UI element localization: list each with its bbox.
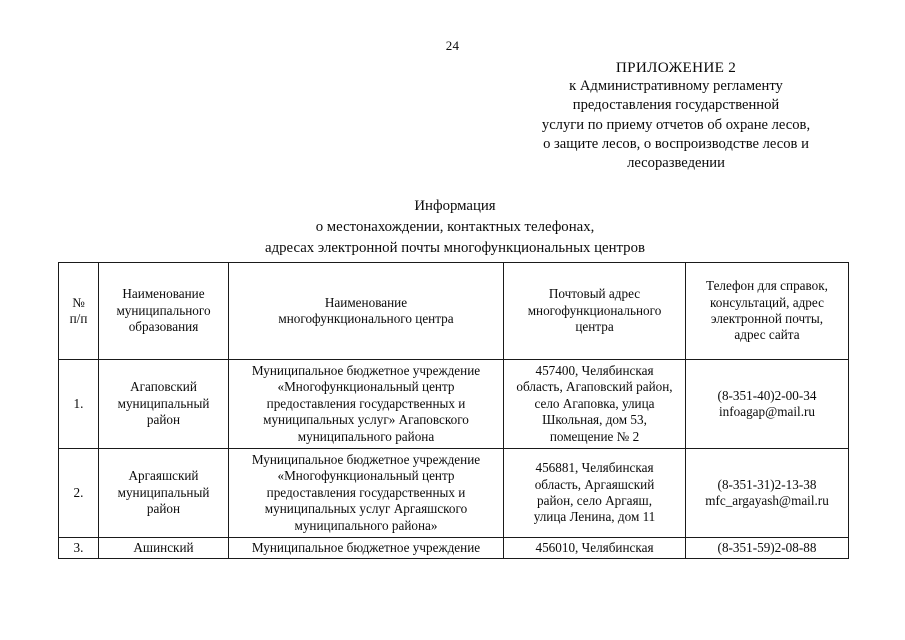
table-row: 3. Ашинский Муниципальное бюджетное учре… (58, 537, 849, 559)
header-center-name-line-1: Наименование (324, 294, 408, 310)
contacts-phone: (8-351-31)2-13-38 (717, 476, 817, 492)
header-cell-number: № п/п (58, 262, 99, 360)
header-contacts-line-2: консультаций, адрес (710, 294, 824, 310)
postal-address-line-4: Школьная, дом 53, (542, 412, 647, 428)
table-body: 1. Агаповский муниципальный район Муници… (58, 359, 849, 559)
center-name-line-1: Муниципальное бюджетное учреждение (251, 362, 481, 378)
center-name-line-1: Муниципальное бюджетное учреждение (251, 539, 481, 555)
header-postal-address-line-2: многофункционального (527, 302, 662, 318)
contacts-email: mfc_argayash@mail.ru (705, 493, 829, 508)
appendix-line-1: ПРИЛОЖЕНИЕ 2 (615, 59, 737, 76)
center-name-line-2: «Многофункциональный центр (277, 468, 455, 484)
mfc-table: № п/п Наименование муниципального образо… (58, 262, 849, 559)
cell-center-name: Муниципальное бюджетное учреждение «Мног… (228, 359, 504, 449)
contacts-email: infoagap@mail.ru (718, 404, 815, 419)
appendix-line-3: предоставления государственной (572, 97, 780, 114)
cell-contacts: (8-351-40)2-00-34 infoagap@mail.ru (685, 359, 849, 449)
table-header-row: № п/п Наименование муниципального образо… (58, 262, 849, 360)
postal-address-line-2: область, Аргаяшский (534, 476, 655, 492)
municipality-line-2: муниципальный (117, 395, 210, 411)
postal-address-line-1: 457400, Челябинская (535, 362, 654, 378)
header-postal-address-line-1: Почтовый адрес (548, 286, 641, 302)
header-cell-postal-address: Почтовый адрес многофункционального цент… (503, 262, 686, 360)
center-name-line-2: «Многофункциональный центр (277, 379, 455, 395)
cell-number: 1. (58, 359, 99, 449)
cell-contacts: (8-351-31)2-13-38 mfc_argayash@mail.ru (685, 448, 849, 538)
postal-address-line-2: область, Агаповский район, (516, 379, 673, 395)
cell-contacts: (8-351-59)2-08-88 (685, 537, 849, 559)
cell-number: 3. (58, 537, 99, 559)
header-cell-contacts: Телефон для справок, консультаций, адрес… (685, 262, 849, 360)
document-title-block: Информация о местонахождении, контактных… (60, 196, 850, 259)
document-title-line-2: о местонахождении, контактных телефонах, (315, 219, 595, 235)
cell-postal-address: 456010, Челябинская (503, 537, 686, 559)
contacts-phone: (8-351-59)2-08-88 (717, 539, 817, 555)
mfc-table-wrapper: № п/п Наименование муниципального образо… (58, 262, 849, 559)
cell-number: 2. (58, 448, 99, 538)
header-municipality-line-1: Наименование (122, 286, 205, 302)
header-municipality-line-3: образования (128, 319, 199, 335)
header-center-name-line-2: многофункционального центра (278, 311, 454, 326)
postal-address-line-3: село Агаповка, улица (534, 395, 655, 411)
contacts-phone: (8-351-40)2-00-34 (717, 387, 817, 403)
header-contacts-line-1: Телефон для справок, (706, 278, 828, 294)
header-municipality-line-2: муниципального (116, 302, 211, 318)
center-name-line-3: предоставления государственных и (266, 395, 466, 411)
municipality-line-2: муниципальный (117, 484, 210, 500)
header-number-line-2: п/п (69, 311, 88, 326)
cell-municipality: Агаповский муниципальный район (98, 359, 229, 449)
header-contacts-line-3: электронной почты, (710, 311, 824, 326)
center-name-line-4: муниципальных услуг» Агаповского (263, 412, 469, 428)
appendix-line-6: лесоразведении (627, 155, 725, 172)
center-name-line-5: муниципального района (297, 428, 435, 444)
municipality-line-3: район (146, 412, 181, 428)
header-postal-address-line-3: центра (575, 319, 614, 335)
postal-address-line-3: район, село Аргаяш, (537, 493, 652, 508)
document-title-line-1: Информация (414, 198, 496, 214)
table-row: 1. Агаповский муниципальный район Муници… (58, 359, 849, 449)
cell-municipality: Ашинский (98, 537, 229, 559)
municipality-line-1: Ашинский (133, 539, 194, 555)
header-cell-municipality: Наименование муниципального образования (98, 262, 229, 360)
header-number-line-1: № (72, 294, 85, 310)
header-cell-center-name: Наименование многофункционального центра (228, 262, 504, 360)
postal-address-line-4: улица Ленина, дом 11 (533, 509, 656, 525)
center-name-line-5: муниципального района» (294, 517, 438, 533)
cell-center-name: Муниципальное бюджетное учреждение (228, 537, 504, 559)
center-name-line-4: муниципальных услуг Аргаяшского (264, 501, 468, 517)
cell-postal-address: 456881, Челябинская область, Аргаяшский … (503, 448, 686, 538)
center-name-line-3: предоставления государственных и (266, 484, 466, 500)
appendix-line-2: к Административному регламенту (569, 78, 783, 95)
municipality-line-3: район (146, 501, 181, 517)
table-header: № п/п Наименование муниципального образо… (58, 262, 849, 360)
municipality-line-1: Аргаяшский (128, 468, 199, 484)
postal-address-line-5: помещение № 2 (549, 428, 640, 444)
document-title-line-3: адресах электронной почты многофункциона… (265, 240, 645, 256)
appendix-line-5: о защите лесов, о воспроизводстве лесов … (543, 135, 809, 152)
municipality-line-1: Агаповский (130, 379, 197, 395)
cell-postal-address: 457400, Челябинская область, Агаповский … (503, 359, 686, 449)
appendix-heading-block: ПРИЛОЖЕНИЕ 2 к Административному регламе… (500, 58, 852, 173)
postal-address-line-1: 456881, Челябинская (535, 460, 654, 476)
page-number: 24 (445, 38, 460, 53)
table-row: 2. Аргаяшский муниципальный район Муници… (58, 448, 849, 538)
postal-address-line-1: 456010, Челябинская (535, 539, 654, 555)
center-name-line-1: Муниципальное бюджетное учреждение (251, 451, 481, 467)
header-contacts-line-4: адрес сайта (734, 327, 800, 343)
cell-center-name: Муниципальное бюджетное учреждение «Мног… (228, 448, 504, 538)
cell-municipality: Аргаяшский муниципальный район (98, 448, 229, 538)
appendix-line-4: услуги по приему отчетов об охране лесов… (541, 116, 811, 133)
